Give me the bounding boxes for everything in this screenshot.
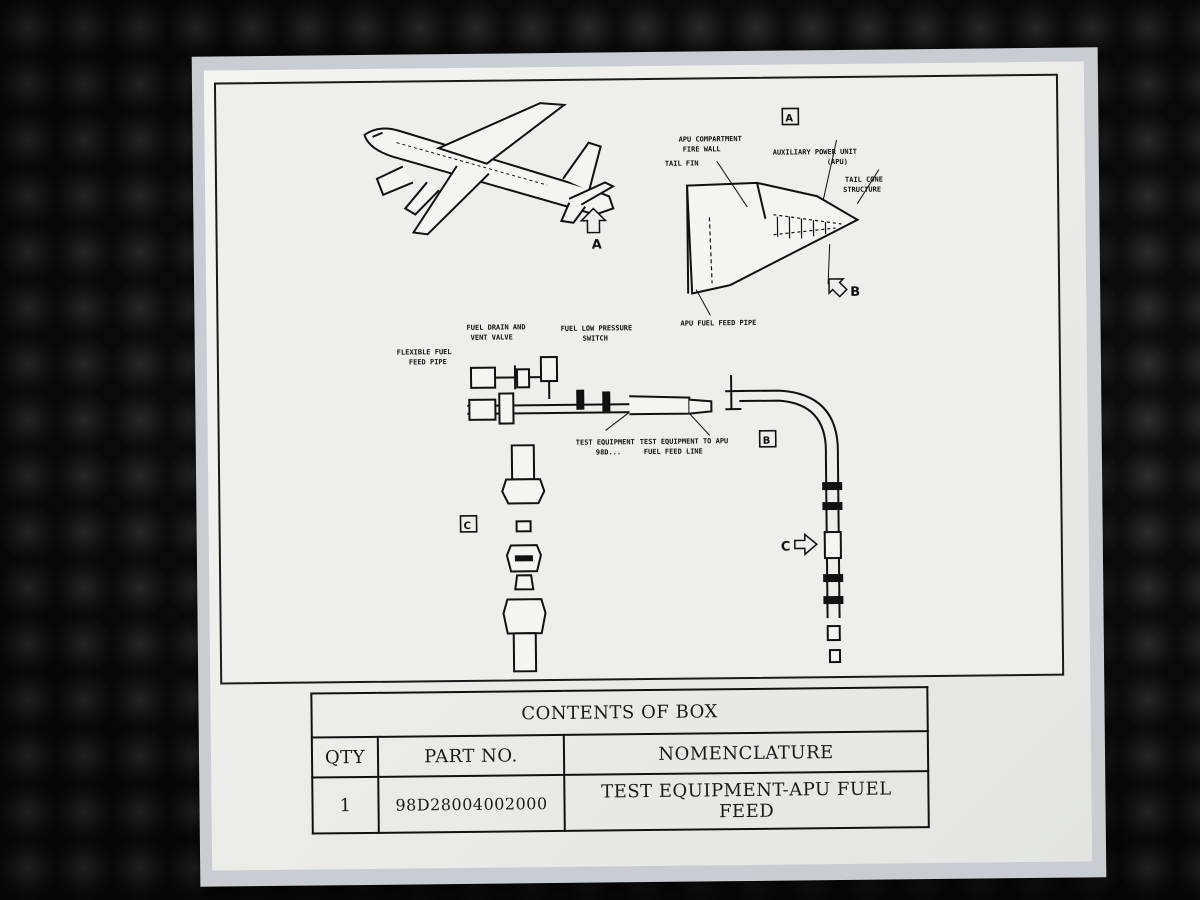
contents-header-row: QTY PART NO. NOMENCLATURE <box>311 731 929 778</box>
drawing-svg: A A B B C C TAIL FIN APU COMPARTMENT FIR… <box>363 102 883 673</box>
fuel-line-illustration <box>467 355 844 664</box>
view-c-arrow-label: C <box>781 540 791 555</box>
table-row: 1 98D28004002000 TEST EQUIPMENT-APU FUEL… <box>312 771 929 834</box>
callout-low-pressure-2: SWITCH <box>583 334 608 342</box>
callout-low-pressure-1: FUEL LOW PRESSURE <box>561 324 633 333</box>
header-qty: QTY <box>311 736 379 778</box>
callout-test-equipment-1: TEST EQUIPMENT <box>576 438 635 447</box>
cell-qty: 1 <box>312 776 379 834</box>
view-c-arrow-icon <box>794 532 818 556</box>
callout-apu-1: AUXILIARY POWER UNIT <box>773 148 857 157</box>
nomenclature-line-2: FEED <box>718 800 775 823</box>
view-b-box <box>758 429 777 448</box>
callout-drain-valve-2: VENT VALVE <box>471 333 513 341</box>
view-a-arrow-icon <box>579 207 608 234</box>
header-part-no: PART NO. <box>377 734 565 777</box>
label-paper: A A B B C C TAIL FIN APU COMPARTMENT FIR… <box>203 61 1093 871</box>
callout-feed-line-1: TEST EQUIPMENT TO APU <box>640 437 729 446</box>
contents-table: CONTENTS OF BOX QTY PART NO. NOMENCLATUR… <box>310 686 930 835</box>
technical-drawing: A A B B C C TAIL FIN APU COMPARTMENT FIR… <box>213 73 1065 685</box>
view-c-box-label: C <box>464 521 471 532</box>
callout-drain-valve-1: FUEL DRAIN AND <box>466 323 525 332</box>
callout-tail-cone-2: STRUCTURE <box>843 186 881 194</box>
tail-cone-illustration <box>686 139 880 316</box>
nomenclature-line-1: TEST EQUIPMENT-APU FUEL <box>601 778 892 803</box>
laminated-label: A A B B C C TAIL FIN APU COMPARTMENT FIR… <box>191 47 1107 887</box>
view-a-arrow-label: A <box>592 237 602 252</box>
view-c-box <box>459 515 478 533</box>
callout-apu-2: (APU) <box>827 158 848 166</box>
callout-apu-firewall-2: FIRE WALL <box>683 145 721 153</box>
view-b-box-label: B <box>763 436 771 447</box>
callout-flexible-pipe-1: FLEXIBLE FUEL <box>397 348 452 357</box>
cell-part-no: 98D28004002000 <box>378 774 565 833</box>
coupling-detail-illustration <box>501 444 547 673</box>
contents-title: CONTENTS OF BOX <box>311 687 928 738</box>
header-nomenclature: NOMENCLATURE <box>563 731 929 775</box>
contents-title-row: CONTENTS OF BOX <box>311 687 928 738</box>
view-a-box-label: A <box>785 113 793 124</box>
view-b-arrow-label: B <box>850 285 860 300</box>
callout-feed-line-2: FUEL FEED LINE <box>644 447 703 456</box>
callout-apu-firewall-1: APU COMPARTMENT <box>679 135 742 144</box>
callout-tail-fin: TAIL FIN <box>665 159 699 167</box>
cell-nomenclature: TEST EQUIPMENT-APU FUEL FEED <box>564 771 929 831</box>
view-a-box <box>781 107 800 126</box>
callout-apu-fuel-feed-pipe: APU FUEL FEED PIPE <box>680 319 756 328</box>
callout-test-equipment-2: 98D... <box>596 448 621 456</box>
view-b-arrow-icon <box>828 278 848 298</box>
callout-tail-cone-1: TAIL CONE <box>845 176 883 184</box>
aircraft-illustration <box>363 102 616 236</box>
callout-flexible-pipe-2: FEED PIPE <box>409 358 447 366</box>
